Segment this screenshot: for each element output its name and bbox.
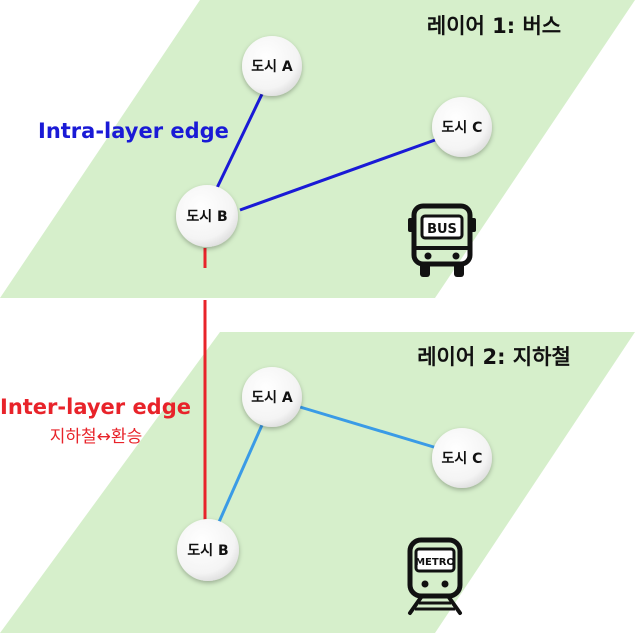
node-label: 도시 B — [186, 209, 227, 225]
metro-edge-a-c — [299, 405, 438, 450]
node-label: 도시 C — [442, 120, 483, 136]
layer-2-plane — [0, 332, 635, 633]
bus-edge-a-b — [214, 91, 265, 191]
metro-edge-a-b — [217, 424, 264, 523]
layer-2-node-c: 도시 C — [432, 428, 492, 488]
layer-1-plane — [0, 0, 635, 298]
layer-2-node-b: 도시 B — [177, 519, 239, 581]
metro-icon-text: METRO — [415, 557, 455, 568]
inter-layer-edge-sublabel: 지하철↔환승 — [50, 427, 142, 447]
metro-icon: METRO — [407, 537, 463, 615]
layer-1-node-b: 도시 B — [176, 185, 238, 247]
bus-icon: BUS — [408, 203, 476, 277]
node-label: 도시 A — [251, 59, 293, 75]
node-label: 도시 A — [251, 390, 293, 406]
node-label: 도시 C — [442, 451, 483, 467]
bus-edge-b-c — [239, 138, 436, 212]
layer-1-node-c: 도시 C — [432, 97, 492, 157]
layer-2-title: 레이어 2: 지하철 — [417, 345, 571, 369]
layer-1-title: 레이어 1: 버스 — [427, 14, 561, 38]
layer-2-node-a: 도시 A — [242, 367, 302, 427]
inter-layer-edge-label: Inter-layer edge — [0, 395, 191, 419]
node-label: 도시 B — [187, 543, 228, 559]
intra-layer-edge-label: Intra-layer edge — [38, 119, 229, 143]
bus-icon-text: BUS — [427, 222, 457, 237]
layer-1-node-a: 도시 A — [242, 36, 302, 96]
